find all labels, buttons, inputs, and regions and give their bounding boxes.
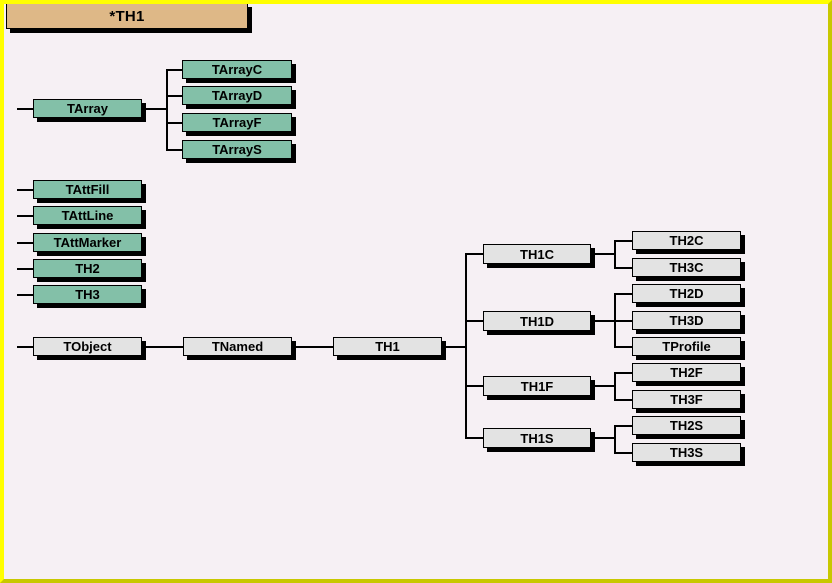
connector-th3d-in [614,320,632,322]
node-label: TH3 [75,287,100,302]
node-tattmarker[interactable]: TAttMarker [33,233,142,252]
connector-tprofile-in [614,346,632,348]
connector-th2d-in [614,293,632,295]
connector-tattmarker-stub [17,242,33,244]
node-tarrays[interactable]: TArrayS [182,140,292,159]
node-label: TArray [67,101,108,116]
connector-th1-out [442,346,466,348]
node-label: TProfile [662,339,711,354]
connector-th1f-in [465,385,483,387]
node-label: TAttLine [61,208,114,223]
node-label: TH1D [520,313,554,329]
connector-th3f-in [614,399,632,401]
connector-tarrayc-in [166,69,182,71]
connector-tattline-stub [17,215,33,217]
connector-th1c-out [591,253,615,255]
node-th1s[interactable]: TH1S [483,428,591,448]
node-th1d[interactable]: TH1D [483,311,591,331]
node-label: TH3D [669,313,704,328]
connector-th1s-trunk [614,425,616,453]
node-tarray[interactable]: TArray [33,99,142,118]
node-label: TH2S [669,418,704,433]
node-tarrayc[interactable]: TArrayC [182,60,292,79]
node-label: TArrayF [212,115,262,130]
node-th3[interactable]: TH3 [33,285,142,304]
node-label: TH1F [520,378,554,394]
connector-th2c-in [614,240,632,242]
node-label: TH2D [669,286,704,301]
connector-th1f-out [591,385,615,387]
node-label: TArrayS [212,142,262,157]
node-label: TAttFill [65,182,110,197]
node-label: TNamed [211,339,264,354]
connector-tarray-stub [17,108,33,110]
connector-th3c-in [614,267,632,269]
connector-th1-trunk [465,253,467,438]
connector-th2s-in [614,425,632,427]
connector-th1c-in [465,253,483,255]
connector-th1s-in [465,437,483,439]
connector-tobject-stub [17,346,33,348]
connector-th1d-out [591,320,615,322]
node-tattline[interactable]: TAttLine [33,206,142,225]
node-th1f[interactable]: TH1F [483,376,591,396]
node-label: TArrayD [211,88,263,103]
connector-tobject-tnamed [142,346,183,348]
node-th1[interactable]: TH1 [333,337,442,356]
node-label: TH1 [375,339,400,354]
node-th2[interactable]: TH2 [33,259,142,278]
connector-tarray-trunk [166,69,168,149]
window-title-bar[interactable]: *TH1 [6,4,248,29]
node-th2c[interactable]: TH2C [632,231,741,250]
node-th3d[interactable]: TH3D [632,311,741,330]
node-tarrayf[interactable]: TArrayF [182,113,292,132]
connector-th2f-in [614,372,632,374]
node-tattfill[interactable]: TAttFill [33,180,142,199]
node-label: TH1C [520,246,554,262]
connector-th1f-trunk [614,372,616,400]
node-th1c[interactable]: TH1C [483,244,591,264]
node-th2s[interactable]: TH2S [632,416,741,435]
node-th3c[interactable]: TH3C [632,258,741,277]
node-label: TH2C [669,233,704,248]
connector-th1c-trunk [614,240,616,268]
node-label: TH3F [670,392,703,407]
connector-tarrayd-in [166,95,182,97]
node-label: TH1S [520,430,554,446]
node-tnamed[interactable]: TNamed [183,337,292,356]
node-label: TAttMarker [53,235,122,250]
node-label: TH3S [669,445,704,460]
node-label: TH2 [75,261,100,276]
node-th2f[interactable]: TH2F [632,363,741,382]
connector-tarrays-in [166,149,182,151]
node-th3f[interactable]: TH3F [632,390,741,409]
connector-tattfill-stub [17,189,33,191]
connector-th2-stub [17,268,33,270]
node-label: TArrayC [211,62,263,77]
node-th3s[interactable]: TH3S [632,443,741,462]
connector-tarrayf-in [166,122,182,124]
connector-tarray-out [142,108,166,110]
connector-th3-stub [17,294,33,296]
node-label: TObject [63,339,112,354]
node-label: TH2F [670,365,703,380]
node-label: TH3C [669,260,704,275]
connector-th3s-in [614,452,632,454]
node-tobject[interactable]: TObject [33,337,142,356]
node-tarrayd[interactable]: TArrayD [182,86,292,105]
connector-tnamed-th1 [292,346,333,348]
connector-th1d-in [465,320,483,322]
node-th2d[interactable]: TH2D [632,284,741,303]
window-title-label: *TH1 [109,7,145,25]
node-tprofile[interactable]: TProfile [632,337,741,356]
connector-th1s-out [591,437,615,439]
